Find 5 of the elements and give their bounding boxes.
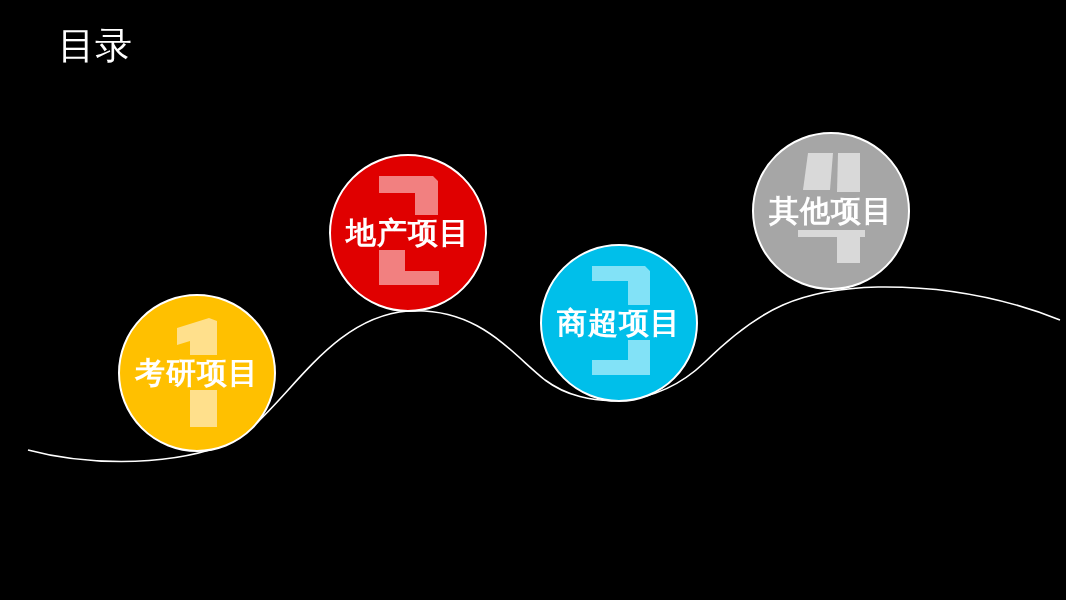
node-label: 其他项目 bbox=[769, 193, 893, 229]
node-label: 考研项目 bbox=[135, 355, 259, 391]
node-label: 商超项目 bbox=[557, 305, 681, 341]
title: 目录 bbox=[58, 23, 132, 69]
node-label: 地产项目 bbox=[346, 215, 470, 251]
